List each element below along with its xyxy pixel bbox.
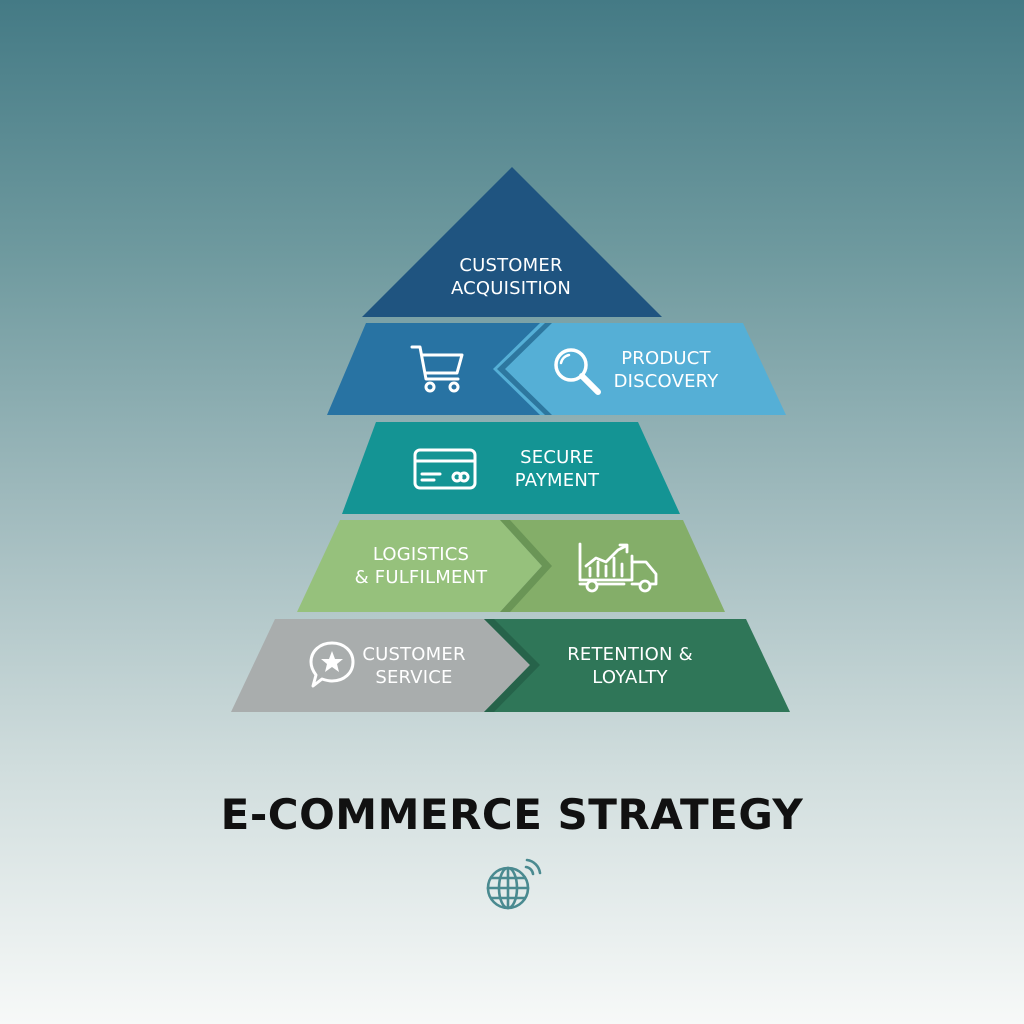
product-discovery-label: PRODUCT DISCOVERY [614,347,719,393]
tier-5-divider-shadow [484,619,540,712]
secure-payment-line1: SECURE [520,447,594,468]
customer-acquisition-line1: CUSTOMER [459,255,563,276]
logistics-label: LOGISTICS & FULFILMENT [355,543,488,589]
tier-3-shape [342,422,680,514]
retention-loyalty-label: RETENTION & LOYALTY [567,643,693,689]
credit-card-icon [412,447,478,491]
tier-4-right-shape [500,520,725,612]
tier-4-divider-shadow [500,520,552,612]
customer-service-line1: CUSTOMER [362,644,466,665]
customer-service-line2: SERVICE [375,667,453,688]
customer-acquisition-line2: ACQUISITION [450,278,572,299]
logistics-line1: LOGISTICS [372,544,470,565]
secure-payment-line2: PAYMENT [514,470,600,491]
shopping-cart-icon [408,343,472,395]
tier-4-left-shape [297,520,542,612]
customer-acquisition-label: CUSTOMER ACQUISITION [451,254,571,300]
retention-line2: LOYALTY [592,667,668,688]
product-discovery-line2: DISCOVERY [613,371,719,392]
tier-2-right-shape [493,323,786,415]
delivery-truck-chart-icon [576,540,662,594]
tier-5-right-shape [484,619,790,712]
tier-1-shape [362,167,662,317]
magnifier-icon [550,344,604,398]
page-title: E-COMMERCE STRATEGY [220,790,804,839]
secure-payment-label: SECURE PAYMENT [515,446,599,492]
tier-5-left-shape [231,619,530,712]
customer-service-label: CUSTOMER SERVICE [362,643,465,689]
tier-2-left-shape [327,323,545,415]
retention-line1: RETENTION & [567,644,693,665]
star-chat-bubble-icon [308,640,356,690]
globe-wifi-icon [484,855,546,913]
product-discovery-line1: PRODUCT [621,348,711,369]
logistics-line2: & FULFILMENT [354,567,488,588]
